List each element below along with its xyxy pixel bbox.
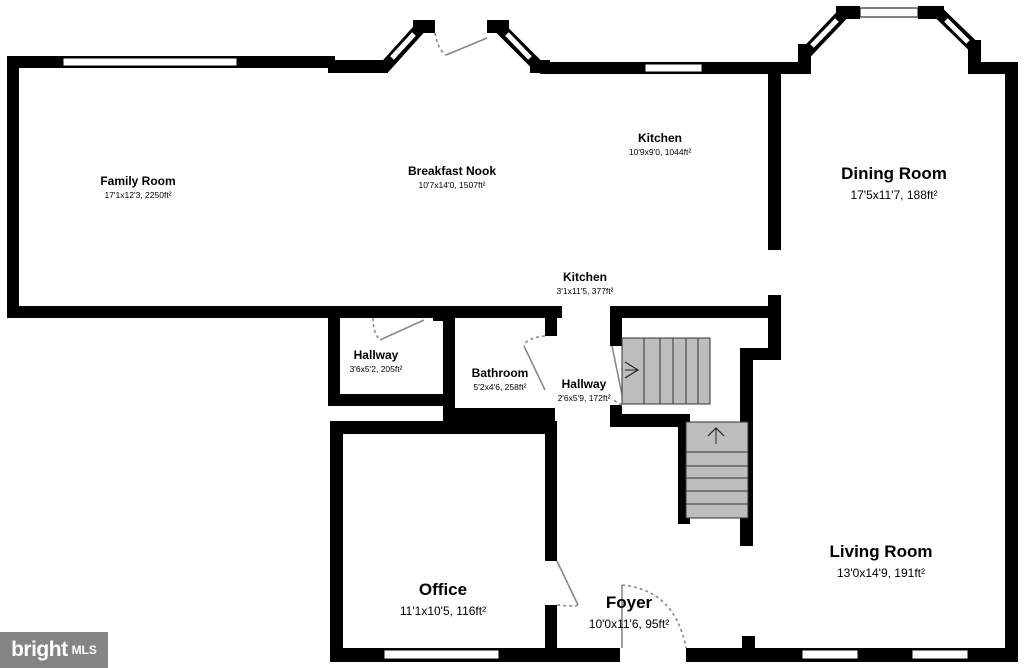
room-name: Kitchen xyxy=(637,131,683,145)
window xyxy=(911,649,969,660)
logo-suffix: MLS xyxy=(71,643,97,657)
wall xyxy=(330,421,555,434)
door xyxy=(379,319,425,341)
room-dims: 17'5x11'7, 188ft² xyxy=(850,188,938,202)
wall xyxy=(545,605,557,662)
room-bathroom: Bathroom 5'2x4'6, 258ft² xyxy=(472,366,529,392)
wall xyxy=(433,306,445,321)
room-dims: 3'6x5'2, 205ft² xyxy=(349,364,403,374)
wall xyxy=(545,306,557,336)
room-dims: 10'9x9'0, 1044ft² xyxy=(628,147,692,157)
door-swing xyxy=(556,604,579,607)
bay-window xyxy=(390,32,416,60)
room-foyer: Foyer 10'0x11'6, 95ft² xyxy=(589,593,669,631)
bright-mls-logo: bright MLS xyxy=(0,632,108,668)
wall xyxy=(328,60,388,73)
wall xyxy=(7,306,562,318)
room-dims: 5'2x4'6, 258ft² xyxy=(473,382,527,392)
door xyxy=(523,345,546,391)
room-breakfast-nook: Breakfast Nook 10'7x14'0, 1507ft² xyxy=(408,164,496,190)
room-dims: 17'1x12'3, 2250ft² xyxy=(104,190,172,200)
room-dims: 13'0x14'9, 191ft² xyxy=(837,566,925,580)
bay-window xyxy=(810,18,839,48)
door-swing xyxy=(611,397,623,406)
room-family-room: Family Room 17'1x12'3, 2250ft² xyxy=(100,174,175,200)
wall xyxy=(545,421,557,561)
window xyxy=(62,57,238,67)
door-swing xyxy=(372,317,381,341)
room-office: Office 11'1x10'5, 116ft² xyxy=(400,580,486,618)
room-hallway-center: Hallway 2'6x5'9, 172ft² xyxy=(558,377,611,403)
room-name: Kitchen xyxy=(562,270,607,284)
wall xyxy=(610,306,622,346)
wall xyxy=(918,6,944,19)
bay-window xyxy=(505,32,532,60)
door xyxy=(556,560,579,606)
wall xyxy=(610,306,780,318)
wall xyxy=(443,408,555,421)
room-dining-room: Dining Room 17'5x11'7, 188ft² xyxy=(841,164,947,202)
window xyxy=(644,63,703,73)
door-swing xyxy=(523,335,546,347)
room-dims: 2'6x5'9, 172ft² xyxy=(557,393,611,403)
room-kitchen-upper: Kitchen 10'9x9'0, 1044ft² xyxy=(629,131,691,157)
wall xyxy=(1005,62,1018,662)
window xyxy=(801,649,859,660)
wall xyxy=(768,70,781,250)
wall xyxy=(7,56,19,318)
wall xyxy=(328,394,443,406)
window xyxy=(383,649,500,660)
door xyxy=(445,37,488,56)
room-dims: 3'1x11'5, 377ft² xyxy=(556,286,614,296)
room-name: Office xyxy=(418,580,468,599)
stairs-lower xyxy=(685,421,749,519)
room-name: Breakfast Nook xyxy=(407,164,497,178)
room-dims: 10'7x14'0, 1507ft² xyxy=(418,180,486,190)
room-name: Foyer xyxy=(605,593,653,612)
bay-window xyxy=(944,18,970,44)
wall xyxy=(742,636,755,650)
room-dims: 11'1x10'5, 116ft² xyxy=(399,604,487,618)
door-swing xyxy=(621,584,687,649)
room-name: Bathroom xyxy=(471,366,529,380)
room-name: Living Room xyxy=(829,542,933,561)
logo-brand: bright xyxy=(11,638,68,661)
room-living-room: Living Room 13'0x14'9, 191ft² xyxy=(830,542,933,580)
room-name: Hallway xyxy=(353,348,399,362)
wall xyxy=(328,306,340,406)
wall xyxy=(610,414,690,427)
stairs-upper xyxy=(621,337,711,405)
room-kitchen-lower: Kitchen 3'1x11'5, 377ft² xyxy=(557,270,614,296)
wall xyxy=(330,421,343,662)
wall xyxy=(443,306,455,421)
door-swing xyxy=(434,32,447,56)
room-name: Dining Room xyxy=(841,164,947,183)
room-dims: 10'0x11'6, 95ft² xyxy=(588,617,670,631)
room-name: Family Room xyxy=(100,174,176,188)
room-name: Hallway xyxy=(561,377,607,391)
room-hallway-left: Hallway 3'6x5'2, 205ft² xyxy=(350,348,403,374)
window xyxy=(859,7,919,18)
